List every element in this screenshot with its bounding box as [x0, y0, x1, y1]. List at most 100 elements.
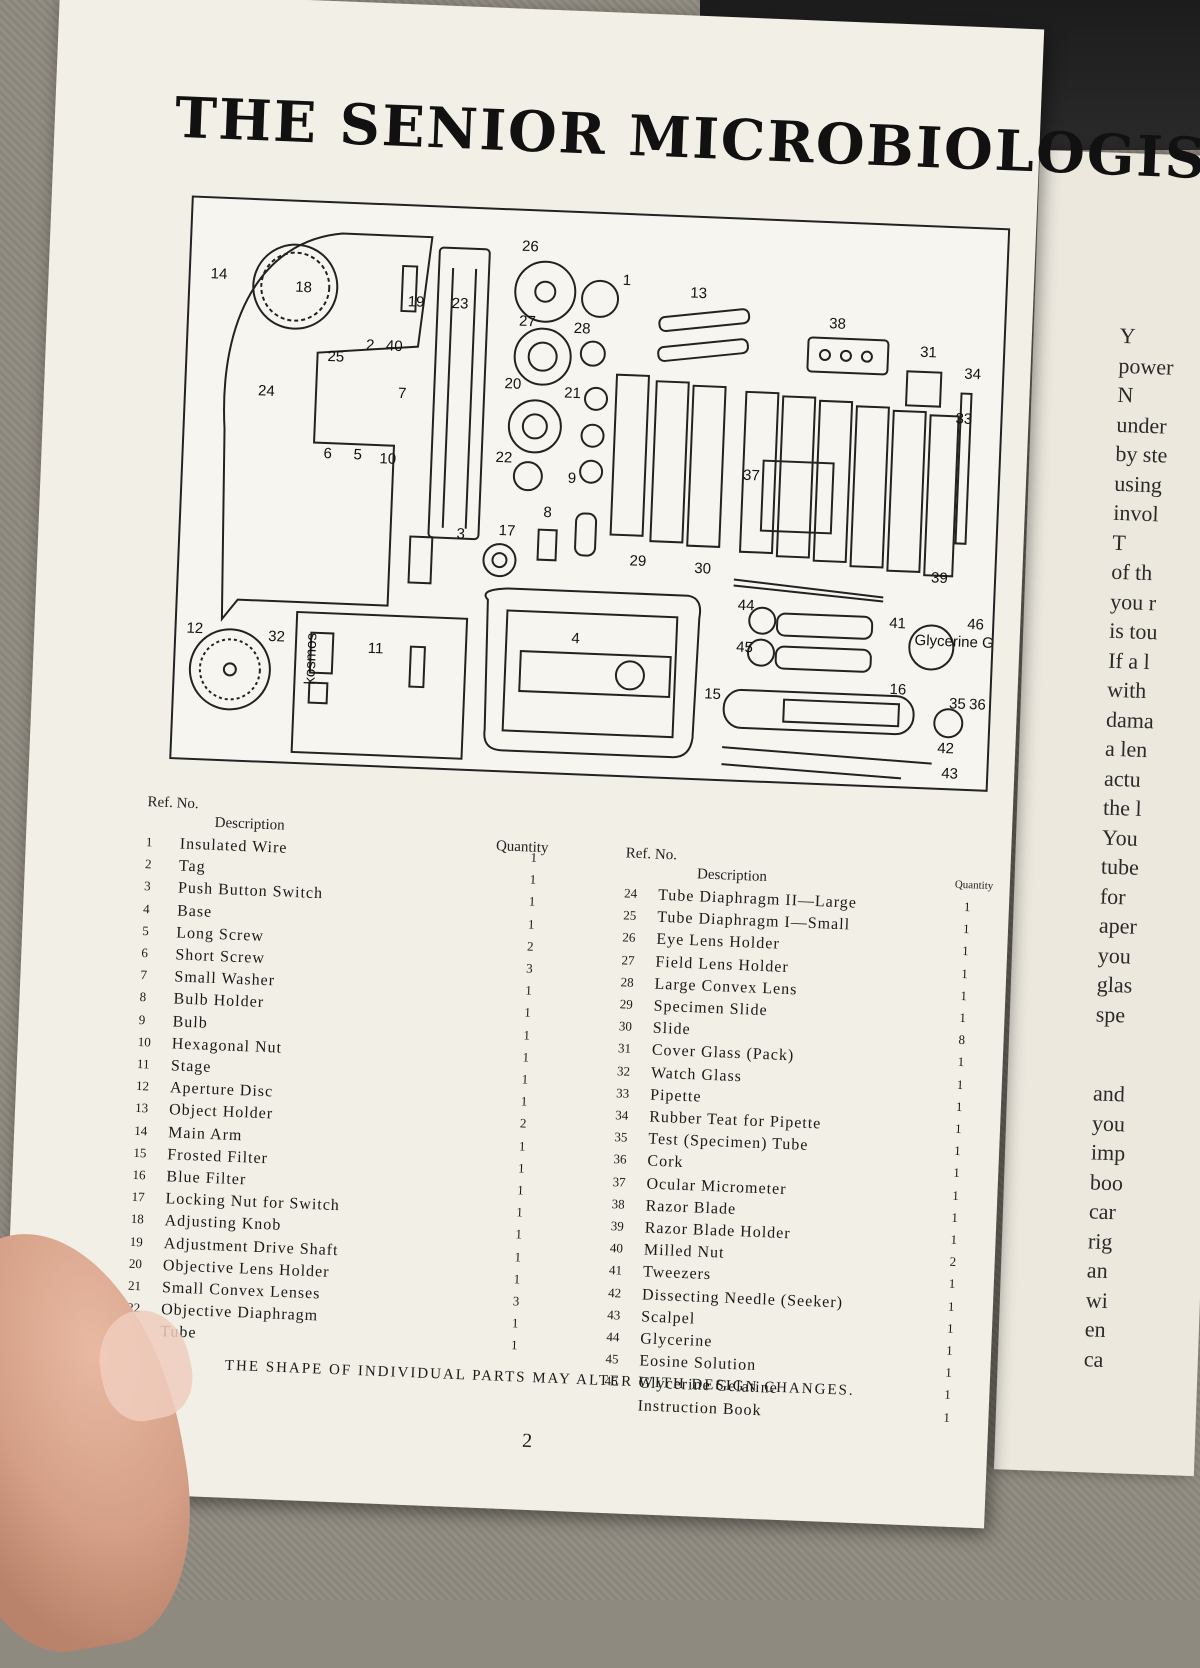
facing-page-text: glas	[1096, 971, 1133, 998]
parts-quantity: 1	[516, 1182, 525, 1198]
parts-quantity: 1	[959, 1009, 967, 1026]
diagram-callout: 24	[258, 382, 275, 400]
parts-description: Insulated Wire	[179, 835, 288, 857]
facing-page-text: you	[1097, 942, 1132, 969]
diagram-callout: 13	[690, 285, 707, 303]
tweezers	[733, 578, 884, 599]
diagram-callout: 10	[379, 450, 396, 468]
facing-page-text: for	[1099, 883, 1127, 909]
diagram-callout: 8	[543, 504, 552, 521]
facing-page-text: power	[1118, 352, 1174, 380]
parts-description: Tube Diaphragm II—Large	[657, 886, 858, 912]
ocular-micrometer	[759, 459, 835, 535]
drive-shaft	[400, 264, 419, 313]
parts-ref: 17	[131, 1189, 145, 1205]
parts-quantity: 1	[515, 1226, 523, 1242]
facing-page-text: the l	[1102, 794, 1143, 821]
pipette	[954, 392, 973, 545]
diagram-callout: 4	[571, 630, 580, 647]
facing-page-text: of th	[1110, 558, 1153, 586]
facing-page-text: an	[1086, 1257, 1109, 1284]
diagram-callout: 14	[210, 265, 227, 283]
parts-quantity: 1	[956, 1076, 964, 1092]
facing-page-text: actu	[1103, 765, 1142, 792]
parts-quantity: 1	[963, 899, 971, 915]
parts-quantity: 2	[949, 1253, 957, 1270]
parts-ref: 19	[129, 1233, 144, 1249]
parts-quantity: 1	[522, 1049, 530, 1065]
parts-quantity: 1	[530, 849, 538, 865]
parts-description: Object Holder	[168, 1101, 274, 1123]
switch	[407, 535, 434, 585]
facing-page-text: If a l	[1107, 647, 1151, 674]
glycerine-bottle	[748, 606, 777, 635]
test-tube	[722, 688, 915, 736]
parts-quantity: 2	[519, 1115, 527, 1132]
blue-filter	[782, 698, 901, 728]
parts-description: Scalpel	[640, 1308, 696, 1328]
facing-page-text: aper	[1098, 912, 1138, 939]
parts-ref: 3	[143, 878, 151, 894]
seeker	[722, 746, 932, 765]
parts-quantity: 1	[521, 1071, 529, 1087]
parts-ref: 29	[619, 996, 634, 1012]
object-holder-b	[657, 338, 749, 362]
facing-page-text: T	[1111, 529, 1127, 555]
diagram-callout: 30	[694, 560, 711, 578]
facing-page-text: imp	[1090, 1139, 1126, 1166]
parts-quantity: 1	[527, 916, 535, 932]
diagram-callout: 33	[955, 410, 972, 428]
parts-ref: 14	[134, 1122, 148, 1139]
diagram-callout: 19	[407, 293, 424, 311]
diagram-callout: 26	[522, 238, 539, 256]
parts-description: Instruction Book	[637, 1396, 762, 1419]
parts-description: Glycerine	[639, 1330, 713, 1351]
aperture-disc	[188, 628, 271, 711]
facing-page-text: ca	[1083, 1345, 1104, 1372]
parts-quantity: 1	[517, 1160, 525, 1176]
parts-ref: 36	[613, 1151, 627, 1168]
razor-blade	[806, 336, 890, 376]
adjusting-knob	[252, 243, 339, 330]
main-arm-outline	[220, 232, 434, 622]
parts-ref: 13	[134, 1100, 149, 1116]
diagram-callout: 31	[920, 344, 937, 362]
parts-ref: 28	[620, 974, 634, 990]
booklet-page: THE SENIOR MICROBIOLOGIST	[0, 0, 1200, 1529]
parts-ref: 16	[132, 1166, 146, 1183]
parts-ref: 18	[130, 1211, 145, 1227]
parts-description: Eosine Solution	[639, 1352, 757, 1375]
diagram-callout: 37	[743, 467, 760, 485]
parts-quantity: 1	[960, 987, 968, 1003]
scalpel	[721, 763, 902, 780]
parts-ref: 20	[128, 1255, 143, 1272]
parts-quantity: 1	[516, 1204, 524, 1220]
diagram-callout: 27	[519, 313, 536, 331]
description-header-right: Description	[696, 866, 768, 886]
quantity-header-right: Quantity	[954, 878, 994, 893]
parts-ref: 33	[615, 1085, 630, 1101]
parts-quantity: 1	[952, 1187, 960, 1203]
parts-ref: 24	[623, 885, 638, 901]
glycerine-gelatine-label: Glycerine Gelatine	[914, 632, 1008, 654]
diagram-callout: 29	[629, 552, 646, 570]
parts-description: Adjusting Knob	[164, 1212, 282, 1235]
diagram-callout: 7	[398, 385, 407, 402]
parts-description: Cork	[647, 1152, 684, 1172]
parts-description: Slide	[652, 1019, 692, 1039]
parts-ref: 31	[617, 1040, 632, 1057]
parts-ref: 26	[622, 929, 636, 946]
parts-ref: 2	[144, 856, 152, 872]
eosine-bottle	[746, 638, 775, 667]
gelatine-tin	[908, 624, 955, 671]
description-header-left: Description	[214, 814, 285, 834]
parts-ref: 39	[610, 1218, 625, 1234]
parts-ref: 12	[135, 1078, 150, 1094]
diagram-callout: 23	[451, 295, 468, 313]
parts-ref: 5	[142, 922, 150, 939]
facing-page-text: you r	[1109, 588, 1157, 615]
parts-description: Hexagonal Nut	[171, 1035, 283, 1057]
facing-page-text: a len	[1104, 735, 1148, 763]
